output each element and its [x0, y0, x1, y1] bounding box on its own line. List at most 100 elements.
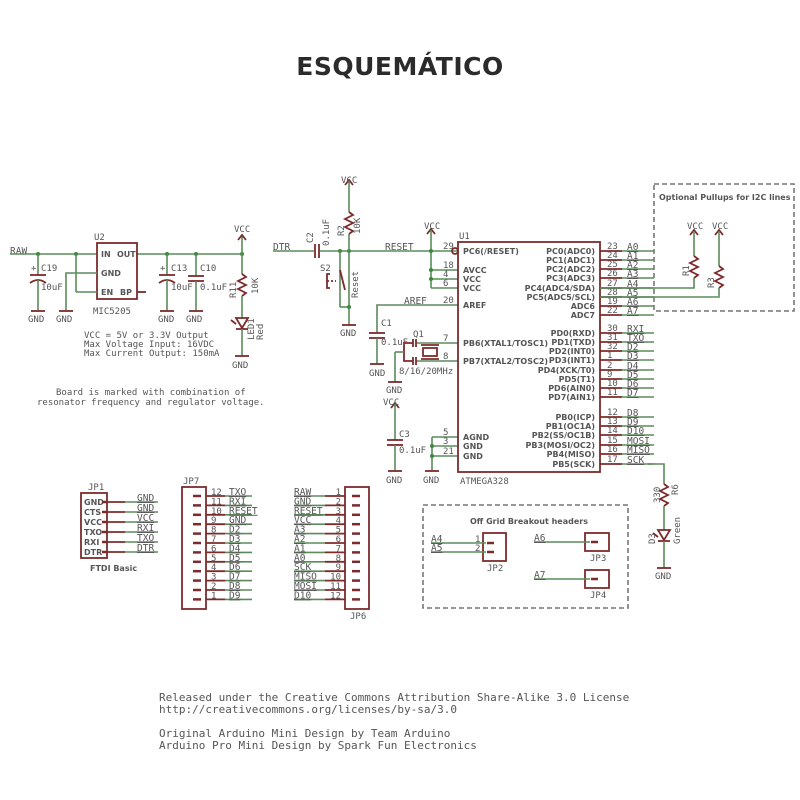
mcu-pin-number: 27 — [607, 279, 618, 289]
jp1-pin-label: DTR — [84, 548, 102, 557]
jp6-net-label: GND — [294, 496, 311, 507]
mcu-pin-number: 13 — [607, 417, 618, 427]
jp1-net-label: VCC — [137, 513, 154, 524]
vcc-label: VCC — [424, 222, 440, 232]
footer-credits: Released under the Creative Commons Attr… — [159, 691, 629, 752]
net-label-aref: AREF — [404, 296, 427, 307]
mcu-net-label: MOSI — [627, 436, 650, 447]
gnd-label: GND — [232, 361, 248, 371]
mcu-pin-number: 14 — [607, 426, 618, 436]
pullups-section: Optional Pullups for I2C lines VCC VCC R… — [600, 183, 795, 312]
r1-ref: R1 — [682, 265, 692, 276]
mcu-pin-name: VCC — [463, 284, 481, 293]
mcu-net-label: A1 — [627, 251, 639, 262]
pullups-label: Optional Pullups for I2C lines — [659, 193, 791, 202]
u2-pin-in: IN — [101, 250, 111, 259]
mcu-pin-number: 30 — [607, 324, 618, 334]
jp7-pin-number: 8 — [211, 526, 216, 536]
vcc-label: VCC — [687, 222, 703, 232]
jp7-net-label: TXO — [229, 487, 246, 498]
regulator-section: RAW U2 IN OUT GND EN BP MIC5205 GND + C1… — [10, 225, 266, 408]
mcu-net-label: MISO — [627, 445, 650, 456]
jp2-pin-1: 1 — [475, 535, 480, 545]
mcu-pin-name: PC1(ADC1) — [546, 256, 595, 265]
s2-value: Reset — [351, 271, 361, 298]
r6-value: 330 — [653, 487, 663, 503]
mcu-pin-name: PD7(AIN1) — [548, 393, 595, 402]
mcu-net-label: A3 — [627, 269, 638, 280]
mcu-pin-name: PD2(INT0) — [549, 347, 595, 356]
jp6-net-label: A0 — [294, 553, 306, 564]
vcc-label: VCC — [234, 225, 250, 235]
c1-ref: C1 — [381, 319, 392, 329]
mcu-net-label: A7 — [627, 306, 638, 317]
net-label-dtr: DTR — [273, 242, 290, 253]
jp6-pin-number: 11 — [330, 582, 341, 592]
gnd-label: GND — [386, 476, 402, 486]
jp7-net-label: D3 — [229, 534, 240, 545]
mcu-net-label: A5 — [627, 288, 638, 299]
mcu-pin-name: VCC — [463, 275, 481, 284]
r2-value: 10K — [353, 217, 363, 234]
jp1-net-label: GND — [137, 503, 154, 514]
jp7-net-label: D6 — [229, 562, 241, 573]
mcu-pin-name: PB5(SCK) — [552, 460, 595, 469]
mcu-pin-name: PB1(OC1A) — [546, 422, 595, 431]
board-note-line1: Board is marked with combination of — [56, 388, 246, 398]
breakout-section: Off Grid Breakout headers A4 A5 1 2 JP2 … — [422, 504, 629, 609]
jp1-pin-label: VCC — [84, 518, 102, 527]
mcu-pin-name: PD4(XCK/T0) — [538, 366, 595, 375]
jp1-net-label: RXI — [137, 523, 154, 534]
mcu-pin-name: ADC7 — [571, 311, 595, 320]
jp6-pin-number: 5 — [336, 526, 341, 536]
mcu-pin-name: PC6(/RESET) — [463, 247, 519, 256]
jp6-pin-number: 4 — [336, 516, 341, 526]
d3-value: Green — [673, 517, 683, 544]
mcu-pin-number: 4 — [443, 270, 448, 280]
c13-value: 10uF — [171, 283, 193, 293]
mcu-net-label: D10 — [627, 426, 644, 437]
mcu-net-label: A6 — [627, 297, 639, 308]
jp6-pin-number: 12 — [330, 591, 341, 601]
gnd-label: GND — [423, 476, 439, 486]
mcu-pin-number: 20 — [443, 296, 454, 306]
mcu-net-label: D2 — [627, 342, 638, 353]
mcu-pin-name: PB0(ICP) — [555, 413, 595, 422]
page-title: ESQUEMÁTICO — [296, 52, 504, 81]
jp3-ref: JP3 — [590, 554, 606, 564]
mcu-net-label: RXI — [627, 324, 644, 335]
mcu-pin-number: 17 — [607, 455, 618, 465]
jp7-pin-number: 1 — [211, 591, 216, 601]
c2-value: 0.1uF — [322, 219, 332, 246]
jp6-net-label: RESET — [294, 506, 323, 517]
mcu-pin-number: 19 — [607, 297, 618, 307]
mcu-net-label: A0 — [627, 242, 639, 253]
jp1-pin-label: TXO — [84, 528, 102, 537]
mcu-pin-name: PD3(INT1) — [549, 356, 595, 365]
jp6-pin-number: 7 — [336, 544, 341, 554]
gnd-label: GND — [386, 386, 402, 396]
mcu-pin-number: 7 — [443, 334, 448, 344]
jp1-net-label: GND — [137, 493, 154, 504]
jp1-pin-label: RXI — [84, 538, 99, 547]
jp7-net-label: RXI — [229, 496, 246, 507]
led1-ref: LED1 — [247, 318, 257, 340]
mcu-pin-name: GND — [463, 452, 483, 461]
mcu-pin-number: 5 — [443, 428, 448, 438]
breakout-label: Off Grid Breakout headers — [470, 517, 588, 526]
gnd-label: GND — [28, 315, 44, 325]
mcu-pin-number: 32 — [607, 342, 618, 352]
jp6-net-label: MOSI — [294, 581, 317, 592]
net-label-reset: RESET — [385, 242, 414, 253]
gnd-label: GND — [340, 329, 356, 339]
jp7-pin-number: 2 — [211, 582, 216, 592]
r3-ref: R3 — [707, 277, 717, 288]
r11-ref: R11 — [229, 282, 239, 298]
r2-ref: R2 — [337, 225, 347, 236]
jp2-net-a5: A5 — [431, 543, 442, 554]
mcu-pin-name: PB3(MOSI/OC2) — [526, 441, 596, 450]
footer-license-url: http://creativecommons.org/licenses/by-s… — [159, 703, 457, 716]
led1-value: Red — [256, 324, 266, 340]
